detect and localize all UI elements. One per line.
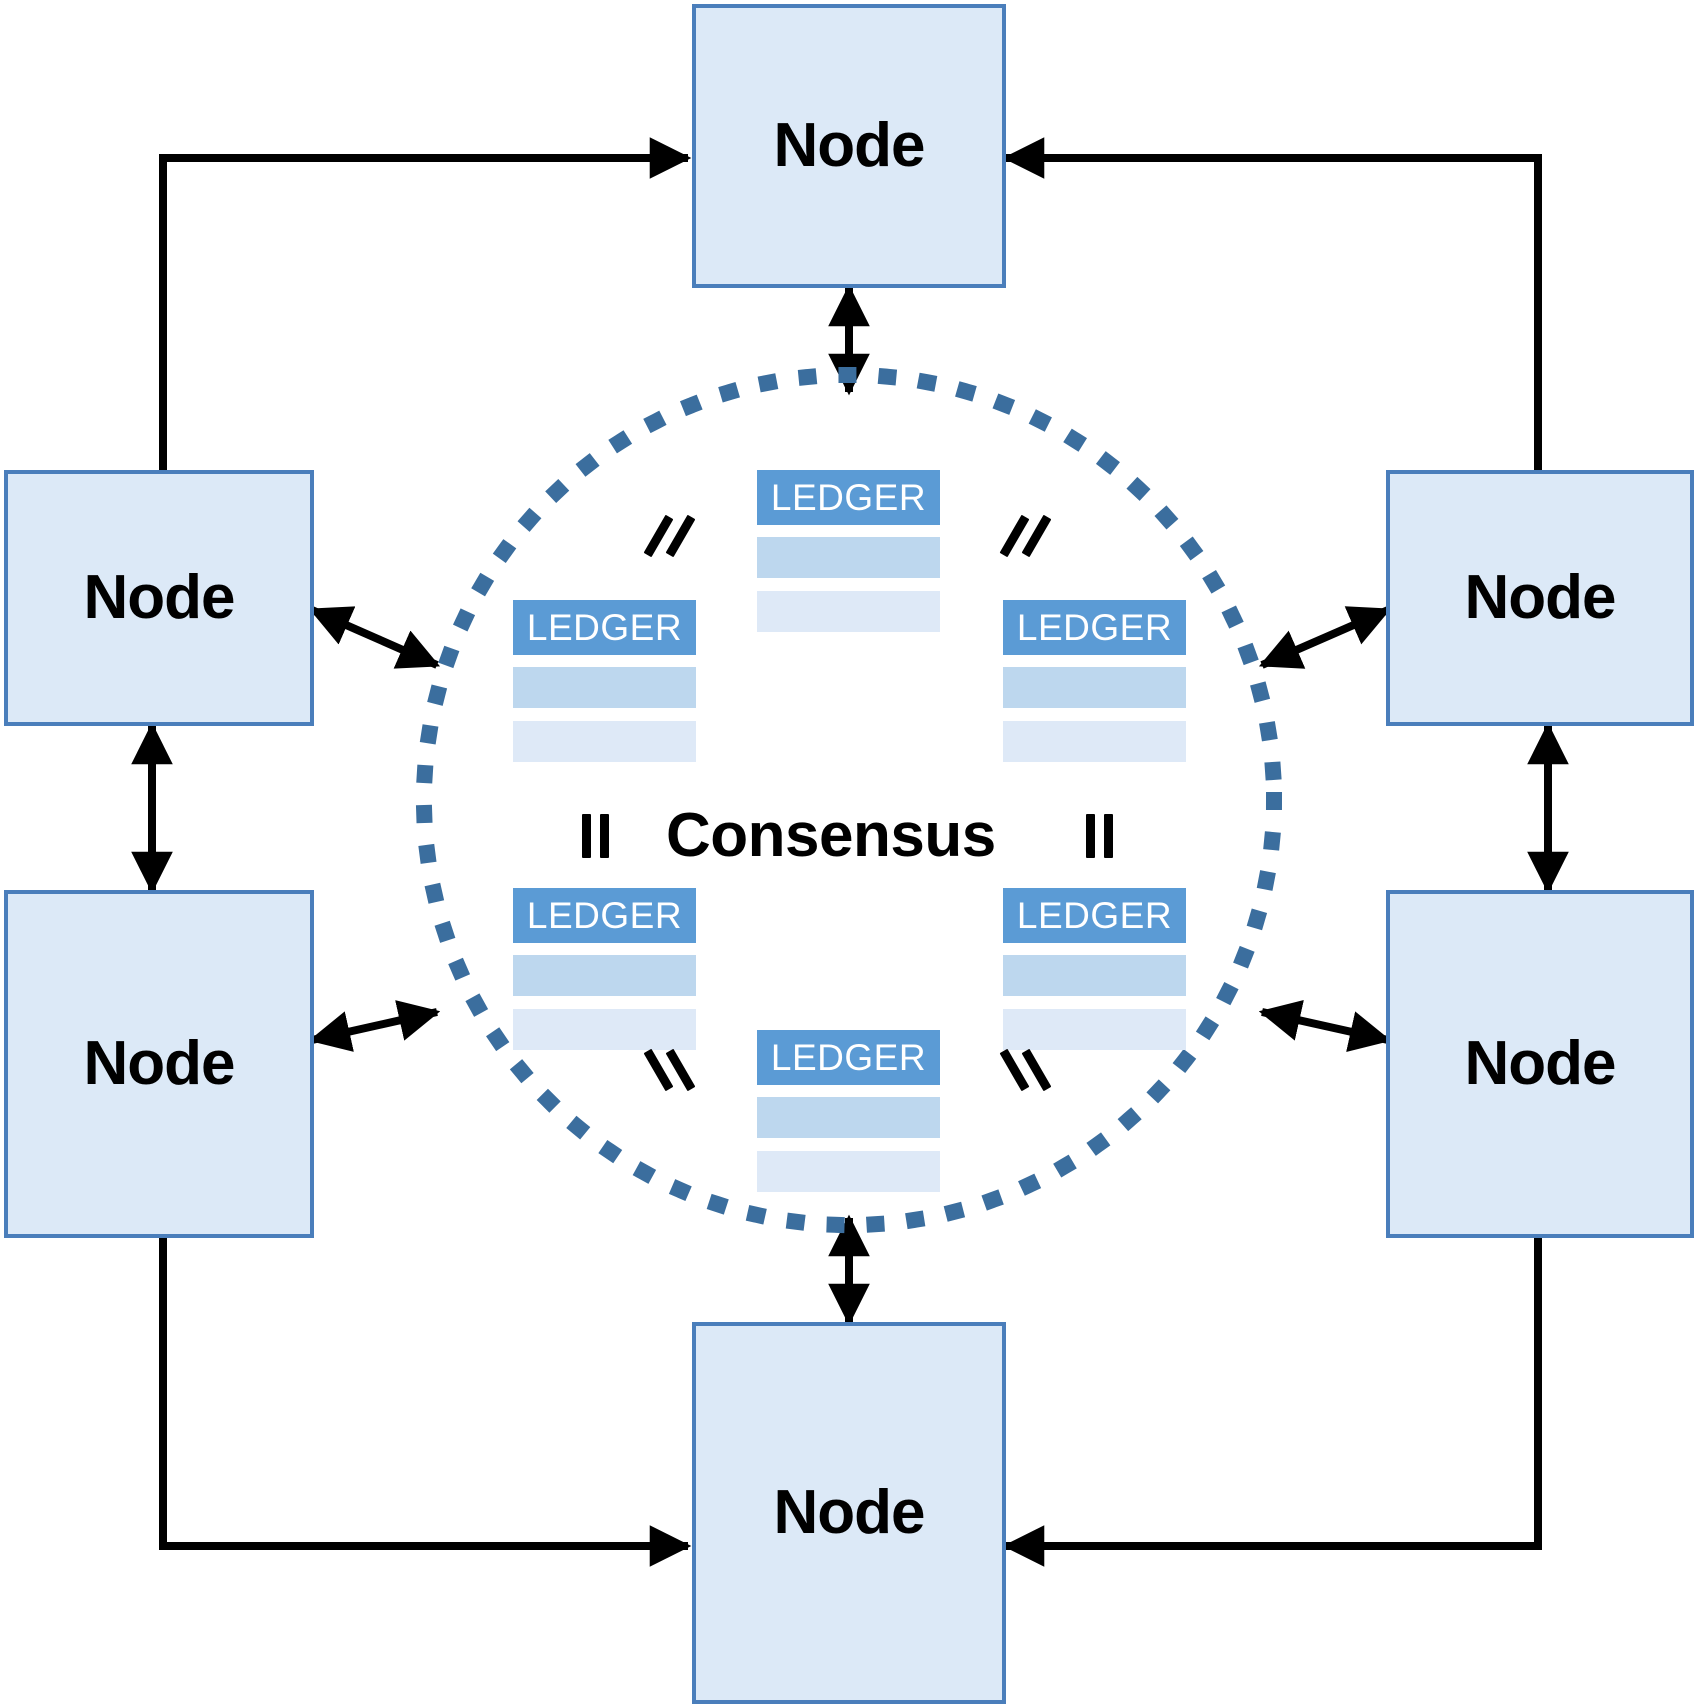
ledger-header: LEDGER [513,888,696,943]
ledger-stack-right-upper[interactable]: LEDGER [1003,600,1186,762]
ledger-header: LEDGER [1003,888,1186,943]
equals-mark-mid-right [1082,812,1118,860]
ledger-row-2 [1003,721,1186,762]
equals-mark-bottom-right [999,1046,1052,1094]
node-box-top[interactable]: Node [692,4,1006,288]
arrow-right-lower-to-bottom [1002,1238,1542,1567]
arrow-right-upper-to-circle [1258,606,1392,669]
arrow-left-upper-to-circle [308,606,441,669]
arrow-left-upper-to-top [159,137,692,470]
ledger-row-1 [757,537,940,578]
equals-mark-bottom-left [643,1046,696,1094]
node-label: Node [1464,1029,1617,1098]
node-box-right-lower[interactable]: Node [1386,890,1694,1238]
node-box-left-upper[interactable]: Node [4,470,314,726]
ledger-row-1 [1003,667,1186,708]
ledger-row-2 [513,721,696,762]
ledger-stack-left-lower[interactable]: LEDGER [513,888,696,1050]
node-box-left-lower[interactable]: Node [4,890,314,1238]
equals-mark-top-right [999,512,1052,560]
node-label: Node [1464,563,1617,632]
ledger-row-2 [757,1151,940,1192]
arrow-right-upper-to-top [1002,137,1542,470]
ledger-stack-right-lower[interactable]: LEDGER [1003,888,1186,1050]
ledger-row-1 [1003,955,1186,996]
arrow-left-lower-to-circle [308,1000,441,1052]
equals-mark-top-left [643,512,696,560]
ledger-row-1 [513,955,696,996]
node-label: Node [773,1478,926,1547]
ledger-row-2 [513,1009,696,1050]
node-label: Node [773,111,926,180]
arrow-right-lower-to-circle [1258,999,1392,1053]
ledger-header: LEDGER [757,1030,940,1085]
ledger-stack-left-upper[interactable]: LEDGER [513,600,696,762]
ledger-row-1 [757,1097,940,1138]
equals-mark-mid-left [578,812,614,860]
ledger-stack-bottom[interactable]: LEDGER [757,1030,940,1192]
arrow-left-lower-to-bottom [159,1238,692,1567]
ledger-header: LEDGER [757,470,940,525]
ledger-stack-top[interactable]: LEDGER [757,470,940,632]
node-label: Node [83,1029,236,1098]
node-label: Node [83,563,236,632]
ledger-header: LEDGER [1003,600,1186,655]
ledger-row-1 [513,667,696,708]
node-box-right-upper[interactable]: Node [1386,470,1694,726]
ledger-row-2 [757,591,940,632]
node-box-bottom[interactable]: Node [692,1322,1006,1704]
ledger-header: LEDGER [513,600,696,655]
consensus-label: Consensus [666,801,996,870]
ledger-row-2 [1003,1009,1186,1050]
